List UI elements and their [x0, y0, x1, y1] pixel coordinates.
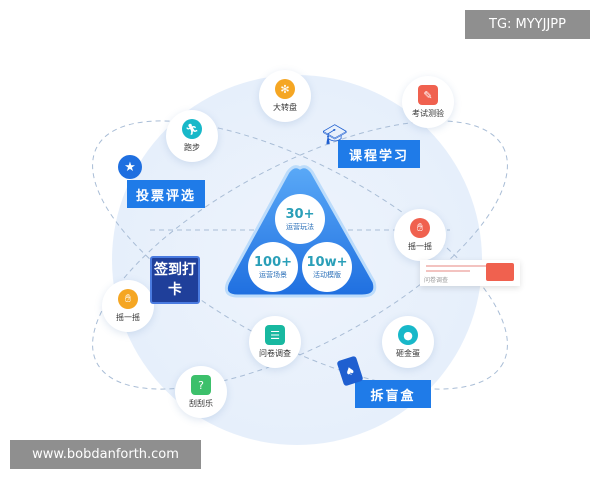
watermark-top: TG: MYYJJPP: [465, 10, 590, 39]
tag-label: 投票评选: [135, 188, 196, 204]
card-text: 问卷调查: [424, 277, 449, 284]
tag-label: 课程学习: [348, 148, 409, 164]
center-triangle: 30+运营玩法 100+运营场景 10w+活动模版: [222, 162, 378, 302]
scratch-icon: ?: [191, 375, 211, 395]
watermark-bottom: www.bobdanforth.com: [10, 440, 201, 469]
node-label: 刮刮乐: [189, 399, 213, 408]
stat-label: 活动模版: [313, 270, 341, 279]
node-run[interactable]: 🏃︎ 跑步: [166, 110, 218, 162]
checkin-sign[interactable]: 签到打卡: [150, 256, 200, 304]
node-label: 跑步: [184, 143, 200, 152]
survey-card: 问卷调查: [420, 260, 520, 286]
card-line: [426, 265, 486, 267]
node-label: 摇一摇: [408, 242, 432, 251]
stat-scenarios: 100+运营场景: [248, 242, 298, 292]
node-scratch[interactable]: ? 刮刮乐: [175, 366, 227, 418]
shake-icon: ✋︎: [410, 218, 430, 238]
run-icon: 🏃︎: [182, 119, 202, 139]
card-line: [426, 270, 470, 272]
node-label: 大转盘: [273, 103, 297, 112]
watermark-text: TG: MYYJJPP: [489, 17, 566, 32]
egg-icon: ●: [398, 325, 418, 345]
stat-templates: 10w+活动模版: [302, 242, 352, 292]
card-button[interactable]: [486, 263, 514, 281]
node-survey[interactable]: ☰ 问卷调查: [249, 316, 301, 368]
wheel-icon: ✻: [275, 79, 295, 99]
survey-icon: ☰: [265, 325, 285, 345]
stat-label: 运营玩法: [286, 222, 314, 231]
node-wheel[interactable]: ✻ 大转盘: [259, 70, 311, 122]
node-label: 摇一摇: [116, 313, 140, 322]
tag-label: 拆盲盒: [370, 388, 416, 404]
stat-number: 30+: [285, 206, 315, 222]
graduation-cap-icon: 🎓︎: [322, 122, 348, 146]
node-label: 问卷调查: [259, 349, 291, 358]
node-shake-right[interactable]: ✋︎ 摇一摇: [394, 209, 446, 261]
node-label: 砸金蛋: [396, 349, 420, 358]
stat-label: 运营场景: [259, 270, 287, 279]
tag-course[interactable]: 课程学习: [338, 140, 420, 168]
node-egg[interactable]: ● 砸金蛋: [382, 316, 434, 368]
node-label: 考试测验: [412, 109, 444, 118]
tag-blindbox[interactable]: 拆盲盒: [355, 380, 431, 408]
node-exam[interactable]: ✎ 考试测验: [402, 76, 454, 128]
shake-icon: ✋︎: [118, 289, 138, 309]
medal-icon: ★: [118, 155, 142, 179]
stat-number: 100+: [253, 254, 293, 270]
tag-label: 签到打卡: [154, 262, 196, 298]
watermark-text: www.bobdanforth.com: [32, 447, 179, 462]
node-shake-left[interactable]: ✋︎ 摇一摇: [102, 280, 154, 332]
stat-gameplays: 30+运营玩法: [275, 194, 325, 244]
tag-vote[interactable]: 投票评选: [127, 180, 205, 208]
exam-icon: ✎: [418, 85, 438, 105]
stat-number: 10w+: [306, 254, 348, 270]
